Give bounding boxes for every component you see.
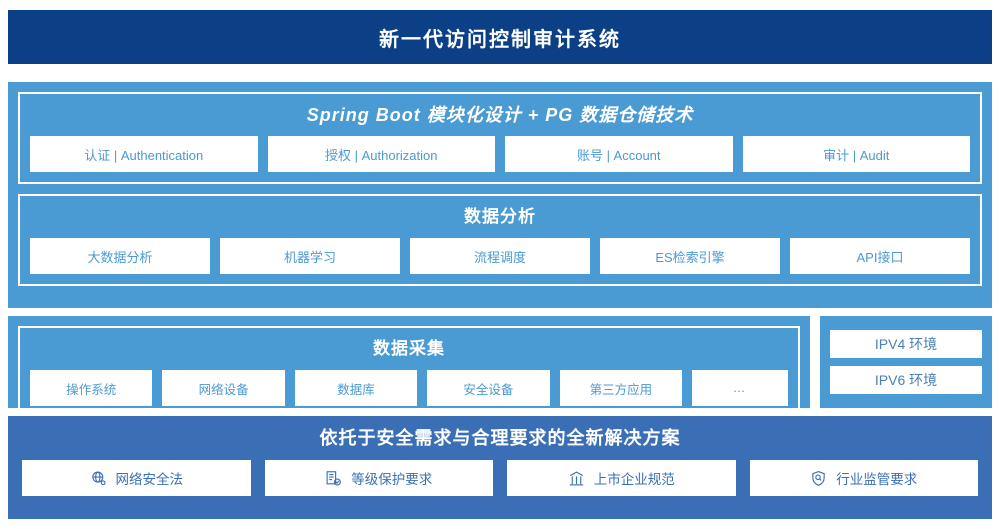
- environment-chip-ipv4[interactable]: IPV4 环境: [830, 330, 982, 358]
- platform-title: Spring Boot 模块化设计 + PG 数据仓储技术: [306, 105, 694, 125]
- analysis-chip-api[interactable]: API接口: [790, 238, 970, 274]
- chip-label: 网络设备: [198, 382, 249, 397]
- solution-chip-row: 网络安全法 等级保护要求: [8, 460, 992, 510]
- solution-chip-listed-company-norms[interactable]: 上市企业规范: [507, 460, 736, 496]
- chip-label: …: [732, 381, 748, 395]
- analysis-title: 数据分析: [464, 207, 536, 226]
- collection-block: 数据采集 操作系统 网络设备 数据库 安全设备 第三方应用 …: [18, 326, 800, 418]
- collection-chip-operating-system[interactable]: 操作系统: [30, 370, 153, 406]
- environment-panel: IPV4 环境 IPV6 环境: [820, 316, 992, 408]
- analysis-chip-machine-learning[interactable]: 机器学习: [220, 238, 400, 274]
- chip-label: 审计 | Audit: [823, 147, 890, 163]
- solution-chip-industry-supervision[interactable]: 行业监管要求: [749, 460, 978, 496]
- chip-label: IPV4 环境: [874, 336, 938, 352]
- chip-label: 流程调度: [473, 249, 526, 265]
- chip-label: 认证 | Authentication: [84, 147, 204, 163]
- chip-label: IPV6 环境: [874, 372, 938, 388]
- collection-layer-panel: 数据采集 操作系统 网络设备 数据库 安全设备 第三方应用 …: [8, 316, 810, 418]
- header-bar: 新一代访问控制审计系统: [8, 10, 992, 64]
- platform-chip-row: 认证 | Authentication 授权 | Authorization 账…: [30, 136, 970, 172]
- chip-label: 账号 | Account: [576, 147, 661, 163]
- analysis-chip-row: 大数据分析 机器学习 流程调度 ES检索引擎 API接口: [30, 238, 970, 274]
- chip-label: API接口: [856, 249, 904, 265]
- platform-chip-authorization[interactable]: 授权 | Authorization: [267, 136, 495, 172]
- collection-title: 数据采集: [373, 339, 445, 358]
- chip-label: 数据库: [337, 382, 375, 397]
- environment-chip-ipv6[interactable]: IPV6 环境: [830, 366, 982, 394]
- collection-chip-more[interactable]: …: [692, 370, 789, 406]
- chip-label: 机器学习: [283, 249, 336, 265]
- collection-chip-third-party-app[interactable]: 第三方应用: [559, 370, 683, 406]
- platform-block: Spring Boot 模块化设计 + PG 数据仓储技术 认证 | Authe…: [18, 92, 982, 184]
- application-layer-panel: Spring Boot 模块化设计 + PG 数据仓储技术 认证 | Authe…: [8, 82, 992, 308]
- chip-label: 行业监管要求: [836, 472, 918, 487]
- solution-layer-panel: 依托于安全需求与合理要求的全新解决方案 网络安全法: [8, 416, 992, 519]
- chip-label: 等级保护要求: [351, 472, 433, 487]
- chip-label: 授权 | Authorization: [325, 147, 438, 163]
- platform-chip-authentication[interactable]: 认证 | Authentication: [30, 136, 258, 172]
- chip-label: 网络安全法: [115, 472, 184, 487]
- analysis-block: 数据分析 大数据分析 机器学习 流程调度 ES检索引擎 API接口: [18, 194, 982, 286]
- globe-icon: [90, 470, 107, 487]
- document-check-icon: [325, 470, 342, 487]
- analysis-chip-bigdata[interactable]: 大数据分析: [30, 238, 210, 274]
- analysis-chip-process-scheduling[interactable]: 流程调度: [410, 238, 590, 274]
- bank-building-icon: [568, 470, 585, 487]
- chip-label: 操作系统: [66, 382, 117, 397]
- solution-title: 依托于安全需求与合理要求的全新解决方案: [319, 428, 681, 448]
- collection-chip-security-device[interactable]: 安全设备: [427, 370, 550, 406]
- chip-label: 上市企业规范: [593, 472, 675, 487]
- collection-chip-database[interactable]: 数据库: [294, 370, 418, 406]
- solution-chip-grade-protection[interactable]: 等级保护要求: [264, 460, 493, 496]
- platform-chip-audit[interactable]: 审计 | Audit: [742, 136, 970, 172]
- collection-chip-network-device[interactable]: 网络设备: [162, 370, 285, 406]
- chip-label: 安全设备: [463, 382, 514, 397]
- chip-label: ES检索引擎: [655, 249, 725, 265]
- page-title: 新一代访问控制审计系统: [379, 28, 621, 51]
- solution-chip-cybersecurity-law[interactable]: 网络安全法: [22, 460, 251, 496]
- platform-chip-account[interactable]: 账号 | Account: [505, 136, 733, 172]
- chip-label: 第三方应用: [589, 382, 653, 397]
- chip-label: 大数据分析: [87, 249, 153, 265]
- analysis-chip-es-search-engine[interactable]: ES检索引擎: [600, 238, 780, 274]
- collection-chip-row: 操作系统 网络设备 数据库 安全设备 第三方应用 …: [30, 370, 789, 406]
- shield-search-icon: [810, 470, 827, 487]
